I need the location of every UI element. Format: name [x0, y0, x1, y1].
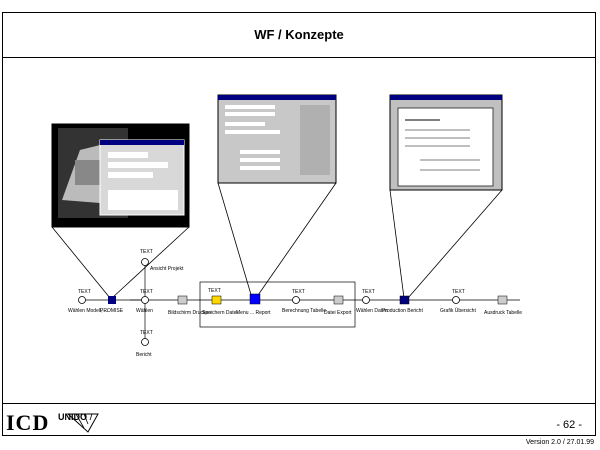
callout-lines	[51, 182, 503, 299]
svg-text:Menu ... Report: Menu ... Report	[236, 310, 271, 316]
workflow-node-7: TEXT Speichern Datei	[202, 288, 238, 316]
svg-text:Ansicht Projekt: Ansicht Projekt	[150, 266, 184, 272]
workflow-node-5: Bildschirm Drucken	[168, 295, 211, 316]
workflow-node-12: Production Bericht	[382, 295, 423, 314]
svg-text:TEXT: TEXT	[452, 289, 465, 295]
svg-text:TEXT: TEXT	[140, 289, 153, 295]
screenshot-thumbnail-1	[51, 123, 190, 228]
unido-logo-icon	[66, 413, 99, 433]
svg-text:Wählen Daten: Wählen Daten	[356, 308, 388, 314]
screenshot-thumbnail-2	[217, 94, 337, 184]
version-label: Version 2.0 / 27.01.99	[525, 439, 594, 446]
slide-frame	[2, 12, 596, 436]
svg-text:Grafik Übersicht: Grafik Übersicht	[440, 307, 476, 314]
workflow-node-6: TEXT Bericht	[136, 330, 153, 358]
svg-text:TEXT: TEXT	[140, 249, 153, 255]
workflow-node-11: TEXT Wählen Daten	[356, 289, 388, 314]
unido-logo-text: UNIDO	[58, 412, 87, 422]
screenshot-thumbnail-3	[389, 94, 503, 191]
workflow-node-1: TEXT Wählen Modell, ...	[68, 289, 108, 314]
slide-title: WF / Konzepte	[2, 12, 596, 58]
workflow-node-10: Datei Export	[324, 295, 352, 316]
workflow-node-9: TEXT Berechnung Tabelle	[282, 289, 326, 314]
workflow-node-4: TEXT Wählen	[136, 289, 153, 314]
svg-text:Datei Export: Datei Export	[324, 310, 352, 316]
svg-text:Bericht: Bericht	[136, 352, 152, 358]
svg-text:Speichern Datei: Speichern Datei	[202, 310, 238, 316]
svg-text:Wählen Modell, ...: Wählen Modell, ...	[68, 308, 108, 314]
svg-text:TEXT: TEXT	[362, 289, 375, 295]
workflow-node-13: TEXT Grafik Übersicht	[440, 289, 476, 314]
workflow-node-2: PROMISE	[100, 296, 124, 314]
svg-text:TEXT: TEXT	[140, 330, 153, 336]
svg-text:Production Bericht: Production Bericht	[382, 308, 423, 314]
workflow-node-3: TEXT Ansicht Projekt	[140, 249, 184, 272]
svg-text:TEXT: TEXT	[78, 289, 91, 295]
page-number: - 62 -	[556, 419, 582, 431]
svg-text:Berechnung Tabelle: Berechnung Tabelle	[282, 308, 326, 314]
svg-text:Ausdruck Tabelle: Ausdruck Tabelle	[484, 310, 522, 316]
workflow-node-8: Menu ... Report	[236, 293, 271, 316]
svg-text:Wählen: Wählen	[136, 308, 153, 314]
svg-text:Bildschirm Drucken: Bildschirm Drucken	[168, 310, 211, 316]
workflow-connectors	[85, 265, 520, 345]
svg-text:PROMISE: PROMISE	[100, 308, 124, 314]
footer-divider	[2, 403, 596, 404]
svg-text:TEXT: TEXT	[208, 288, 221, 294]
workflow-node-14: Ausdruck Tabelle	[484, 295, 522, 316]
svg-text:TEXT: TEXT	[292, 289, 305, 295]
icd-logo: ICD	[6, 410, 50, 435]
